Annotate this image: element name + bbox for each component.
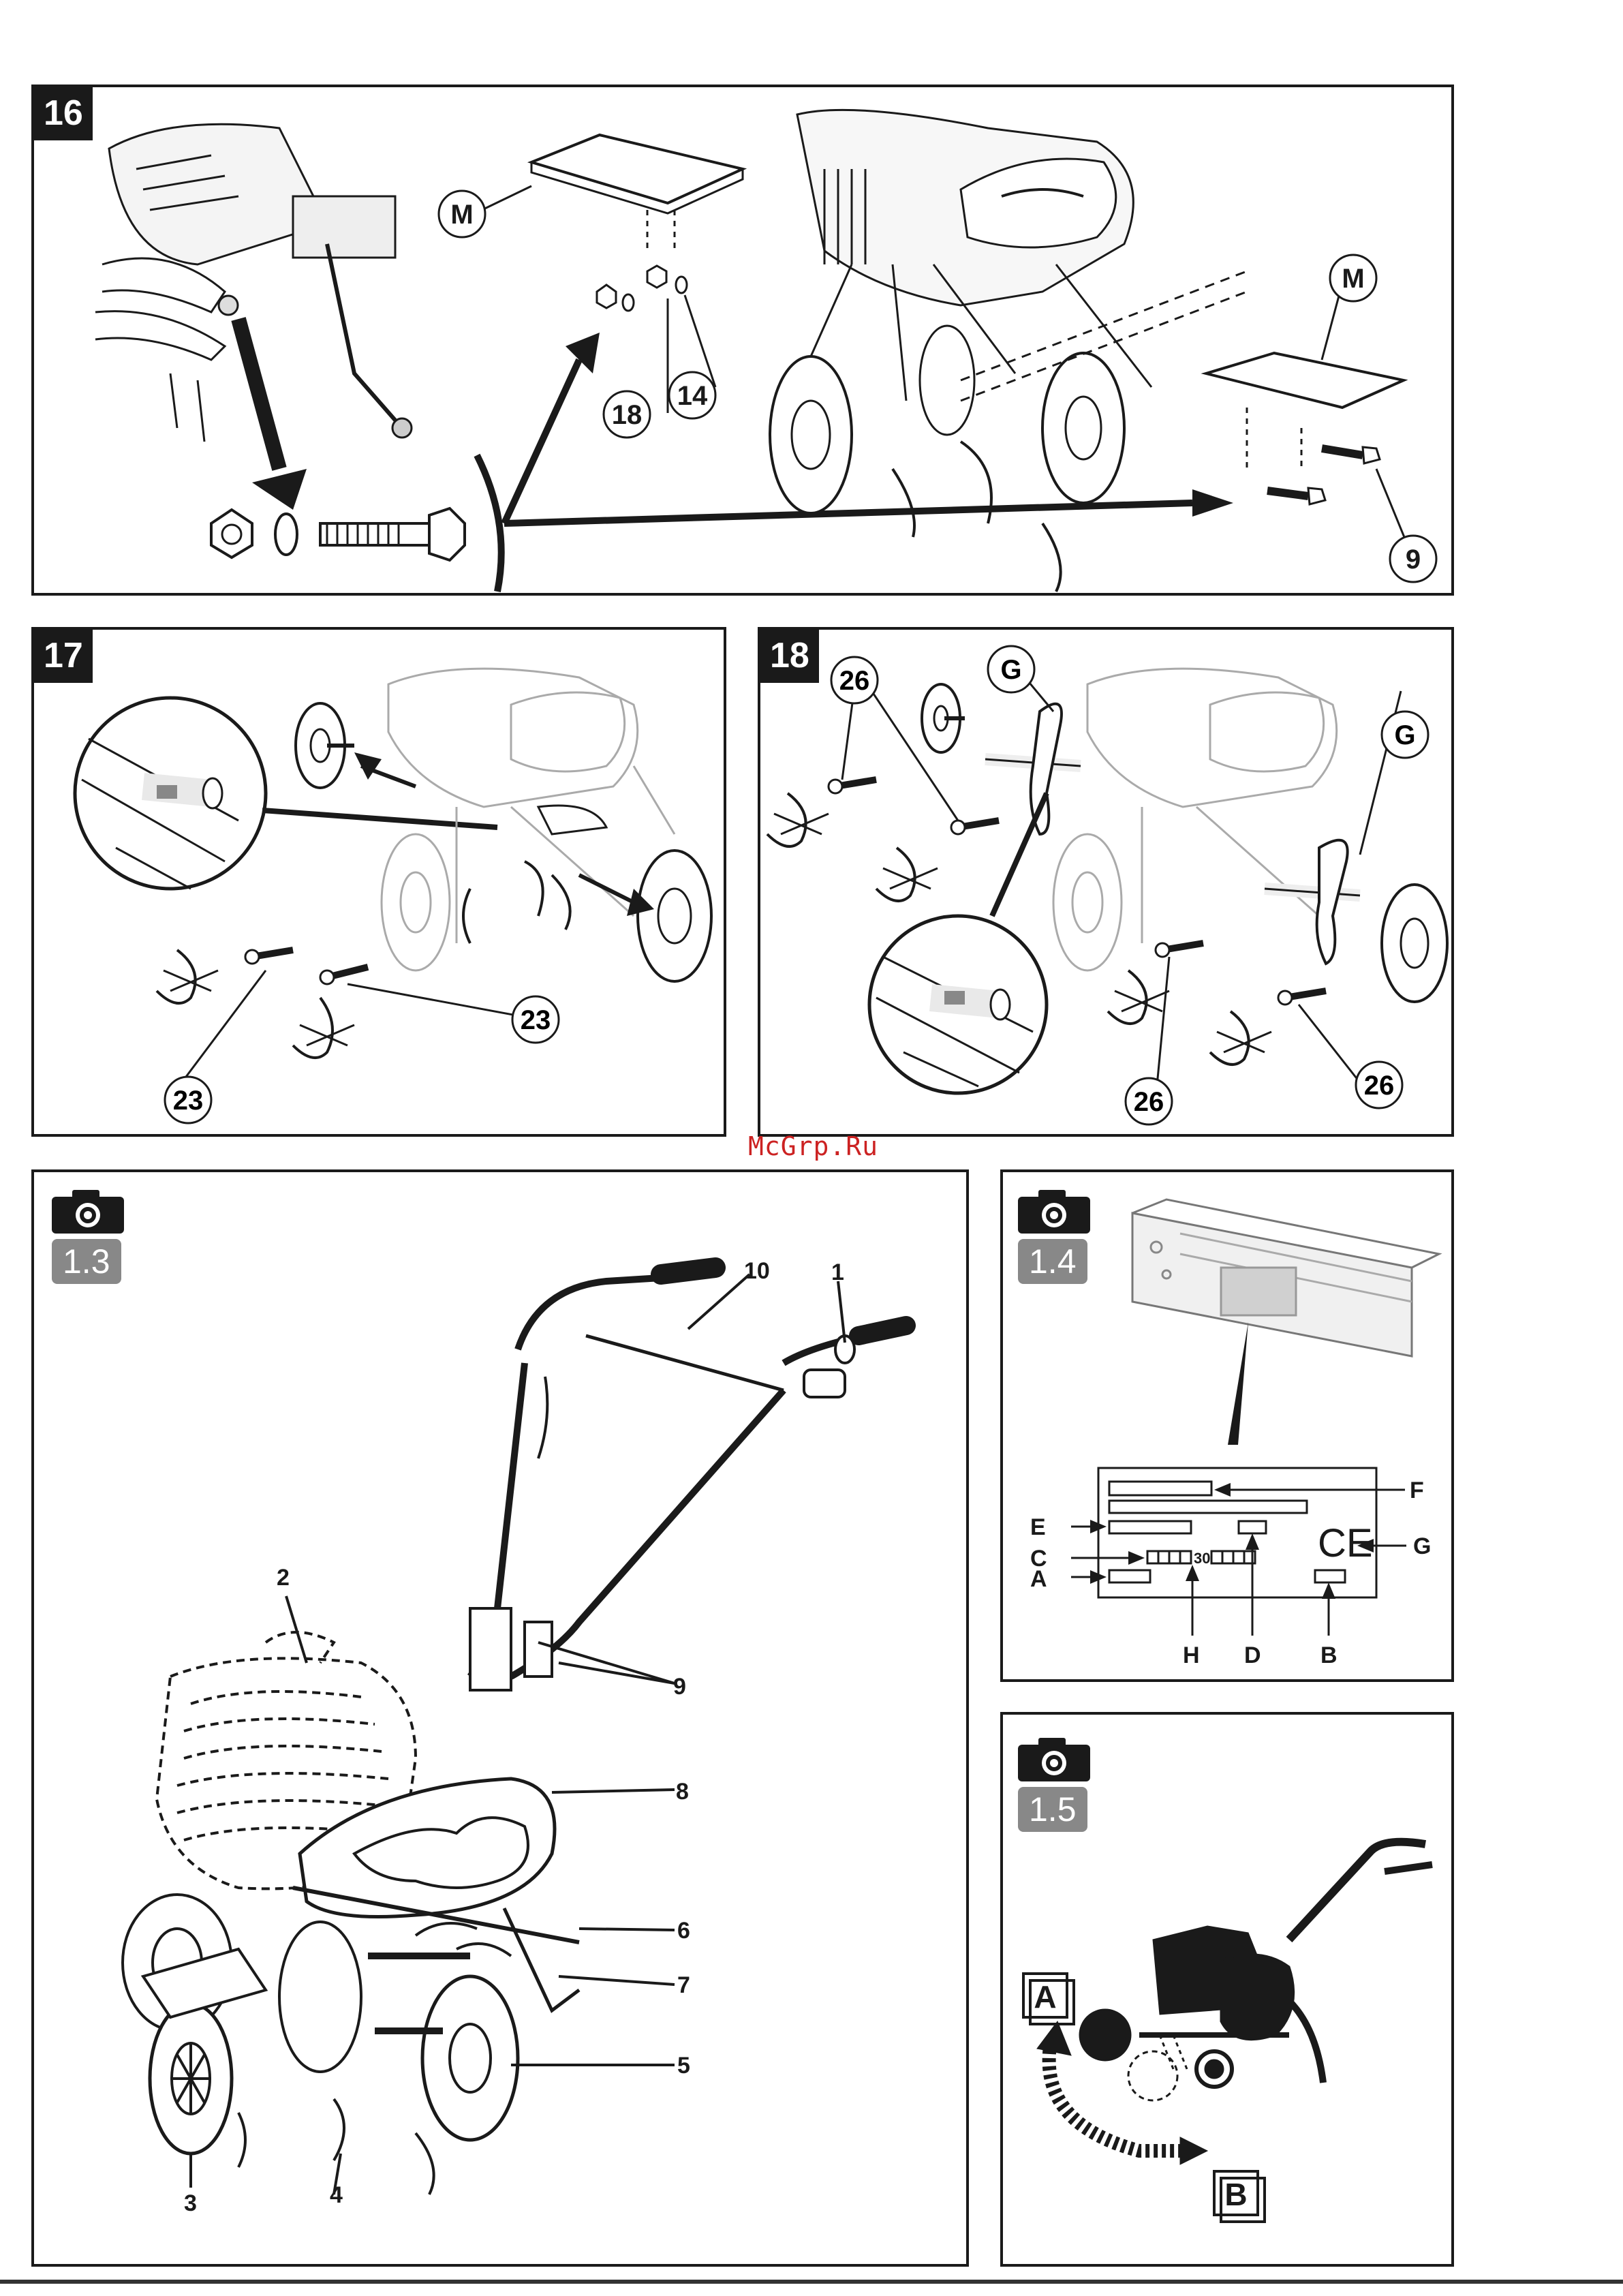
figure-1-3-panel: 1.3 — [31, 1169, 969, 2267]
label-f: F — [1410, 1478, 1424, 1503]
label-5: 5 — [677, 2053, 690, 2079]
page-footer-rule — [0, 2280, 1623, 2284]
callout-26-bottom-right: 26 — [1364, 1071, 1395, 1101]
figure-1-4-panel: 1.4 — [1000, 1169, 1454, 1682]
callout-26-top: 26 — [839, 666, 870, 696]
label-d: D — [1244, 1642, 1261, 1668]
label-7: 7 — [677, 1972, 690, 1998]
label-9: 9 — [673, 1674, 686, 1700]
label-6: 6 — [677, 1918, 690, 1944]
figure-1-4-illustration: 30 F E C A G CE H D B — [1003, 1172, 1451, 1679]
label-10: 10 — [744, 1258, 770, 1284]
callout-g-top: G — [1000, 655, 1021, 685]
ce-mark: CE — [1318, 1521, 1373, 1565]
callout-18: 18 — [612, 400, 643, 430]
figure-1-3-illustration: 10 1 2 9 8 6 7 5 3 4 — [34, 1172, 966, 2264]
callout-14: 14 — [677, 381, 708, 411]
label-b: B — [1320, 1642, 1338, 1668]
label-2: 2 — [277, 1565, 290, 1591]
callout-23-left: 23 — [173, 1086, 204, 1116]
figure-16-panel: 16 — [31, 85, 1454, 596]
callout-g-right: G — [1394, 720, 1415, 750]
label-a: A — [1030, 1566, 1047, 1592]
label-1: 1 — [831, 1259, 844, 1285]
label-g: G — [1413, 1533, 1431, 1559]
label-position-a: A — [1034, 1979, 1056, 2015]
callout-m-right: M — [1342, 264, 1364, 294]
figure-1-5-panel: 1.5 A B — [1000, 1712, 1454, 2267]
figure-18-illustration: 26 G G 26 26 — [760, 630, 1451, 1134]
watermark-text: McGrp.Ru — [748, 1131, 878, 1161]
figure-17-illustration: 23 23 — [34, 630, 724, 1134]
label-4: 4 — [330, 2182, 343, 2208]
label-3: 3 — [184, 2190, 197, 2216]
serial-fragment: 30 — [1194, 1550, 1210, 1567]
figure-1-5-illustration: A B — [1003, 1715, 1451, 2264]
callout-m-top: M — [450, 200, 473, 230]
callout-26-bottom-left: 26 — [1134, 1087, 1164, 1117]
label-8: 8 — [676, 1779, 689, 1805]
callout-9: 9 — [1406, 545, 1421, 575]
label-h: H — [1183, 1642, 1200, 1668]
callout-23-right: 23 — [521, 1005, 551, 1035]
figure-18-panel: 18 — [758, 627, 1454, 1137]
label-position-b: B — [1224, 2177, 1247, 2212]
label-e: E — [1030, 1514, 1046, 1540]
figure-16-illustration: M M 18 14 9 — [34, 87, 1451, 593]
figure-17-panel: 17 — [31, 627, 726, 1137]
